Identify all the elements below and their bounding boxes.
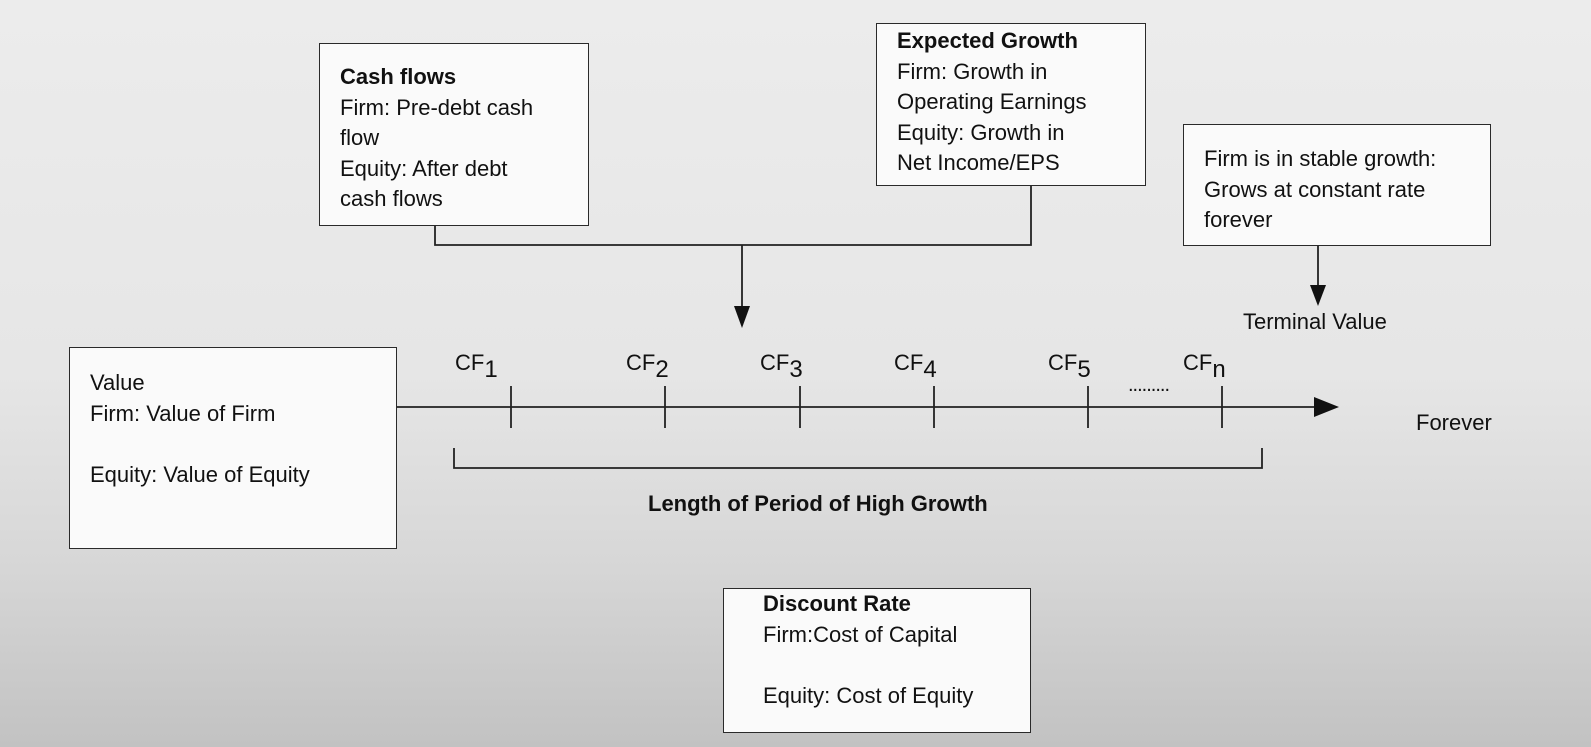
cf-base: CF <box>626 350 656 375</box>
cash-flows-line: Equity: After debt <box>340 155 508 181</box>
cf-subscript: n <box>1212 356 1226 383</box>
cash-flows-line: Firm: Pre-debt cash <box>340 94 534 120</box>
value-line: Equity: Value of Equity <box>90 461 310 487</box>
expected-growth-line: Net Income/EPS <box>897 150 1060 175</box>
cash-flows-line: cash flows <box>340 186 443 211</box>
high-growth-period-label: Length of Period of High Growth <box>648 491 988 516</box>
cf-base: CF <box>1048 350 1078 375</box>
expected-growth-line: Firm: Growth in <box>897 58 1048 84</box>
growth-down-arrowhead <box>734 306 750 328</box>
stable-growth-box: Firm is in stable growth: Grows at const… <box>1183 124 1491 246</box>
cf3-label: CF3 <box>760 350 803 383</box>
terminal-arrowhead <box>1310 285 1326 306</box>
discount-rate-line: Equity: Cost of Equity <box>763 682 974 708</box>
expected-growth-box: Expected Growth Firm: Growth in Operatin… <box>876 23 1146 186</box>
expected-growth-title: Expected Growth <box>897 28 1078 53</box>
discount-rate-box: Discount Rate Firm:Cost of Capital Equit… <box>723 588 1031 733</box>
expected-growth-line: Operating Earnings <box>897 89 1087 114</box>
cash-flows-box: Cash flows Firm: Pre-debt cash flow Equi… <box>319 43 589 226</box>
discount-rate-title: Discount Rate <box>763 591 911 616</box>
value-line <box>90 429 396 460</box>
high-growth-bracket <box>453 448 1263 469</box>
terminal-value-label: Terminal Value <box>1243 309 1387 334</box>
value-line: Value <box>90 370 145 395</box>
cf-base: CF <box>760 350 790 375</box>
timeline-arrowhead <box>1314 397 1339 417</box>
cfn-label: CFn <box>1183 350 1226 383</box>
cf-base: CF <box>894 350 924 375</box>
cf-subscript: 4 <box>923 356 937 383</box>
cf2-label: CF2 <box>626 350 669 383</box>
stable-growth-line: Firm is in stable growth: <box>1204 146 1437 171</box>
cash-flows-line: flow <box>340 125 380 150</box>
cf-base: CF <box>1183 350 1213 375</box>
cf5-label: CF5 <box>1048 350 1091 383</box>
cf-subscript: 3 <box>789 356 803 383</box>
expected-growth-connector <box>742 186 1032 246</box>
discount-rate-line: Firm:Cost of Capital <box>763 621 958 647</box>
value-line: Firm: Value of Firm <box>90 400 276 426</box>
forever-label: Forever <box>1416 410 1492 435</box>
timeline-ellipsis: ......... <box>1128 374 1170 396</box>
stable-growth-line: Grows at constant rate <box>1204 176 1426 202</box>
cf-subscript: 5 <box>1077 356 1091 383</box>
cf1-label: CF1 <box>455 350 498 383</box>
stable-growth-line: forever <box>1204 207 1273 232</box>
cash-flows-title: Cash flows <box>340 64 457 89</box>
cf-base: CF <box>455 350 485 375</box>
cf-subscript: 1 <box>484 356 498 383</box>
cash-flows-connector <box>434 226 742 246</box>
discount-rate-line <box>763 650 1030 681</box>
cf-subscript: 2 <box>655 356 669 383</box>
cf4-label: CF4 <box>894 350 937 383</box>
value-box: Value Firm: Value of Firm Equity: Value … <box>69 347 397 549</box>
expected-growth-line: Equity: Growth in <box>897 119 1065 145</box>
